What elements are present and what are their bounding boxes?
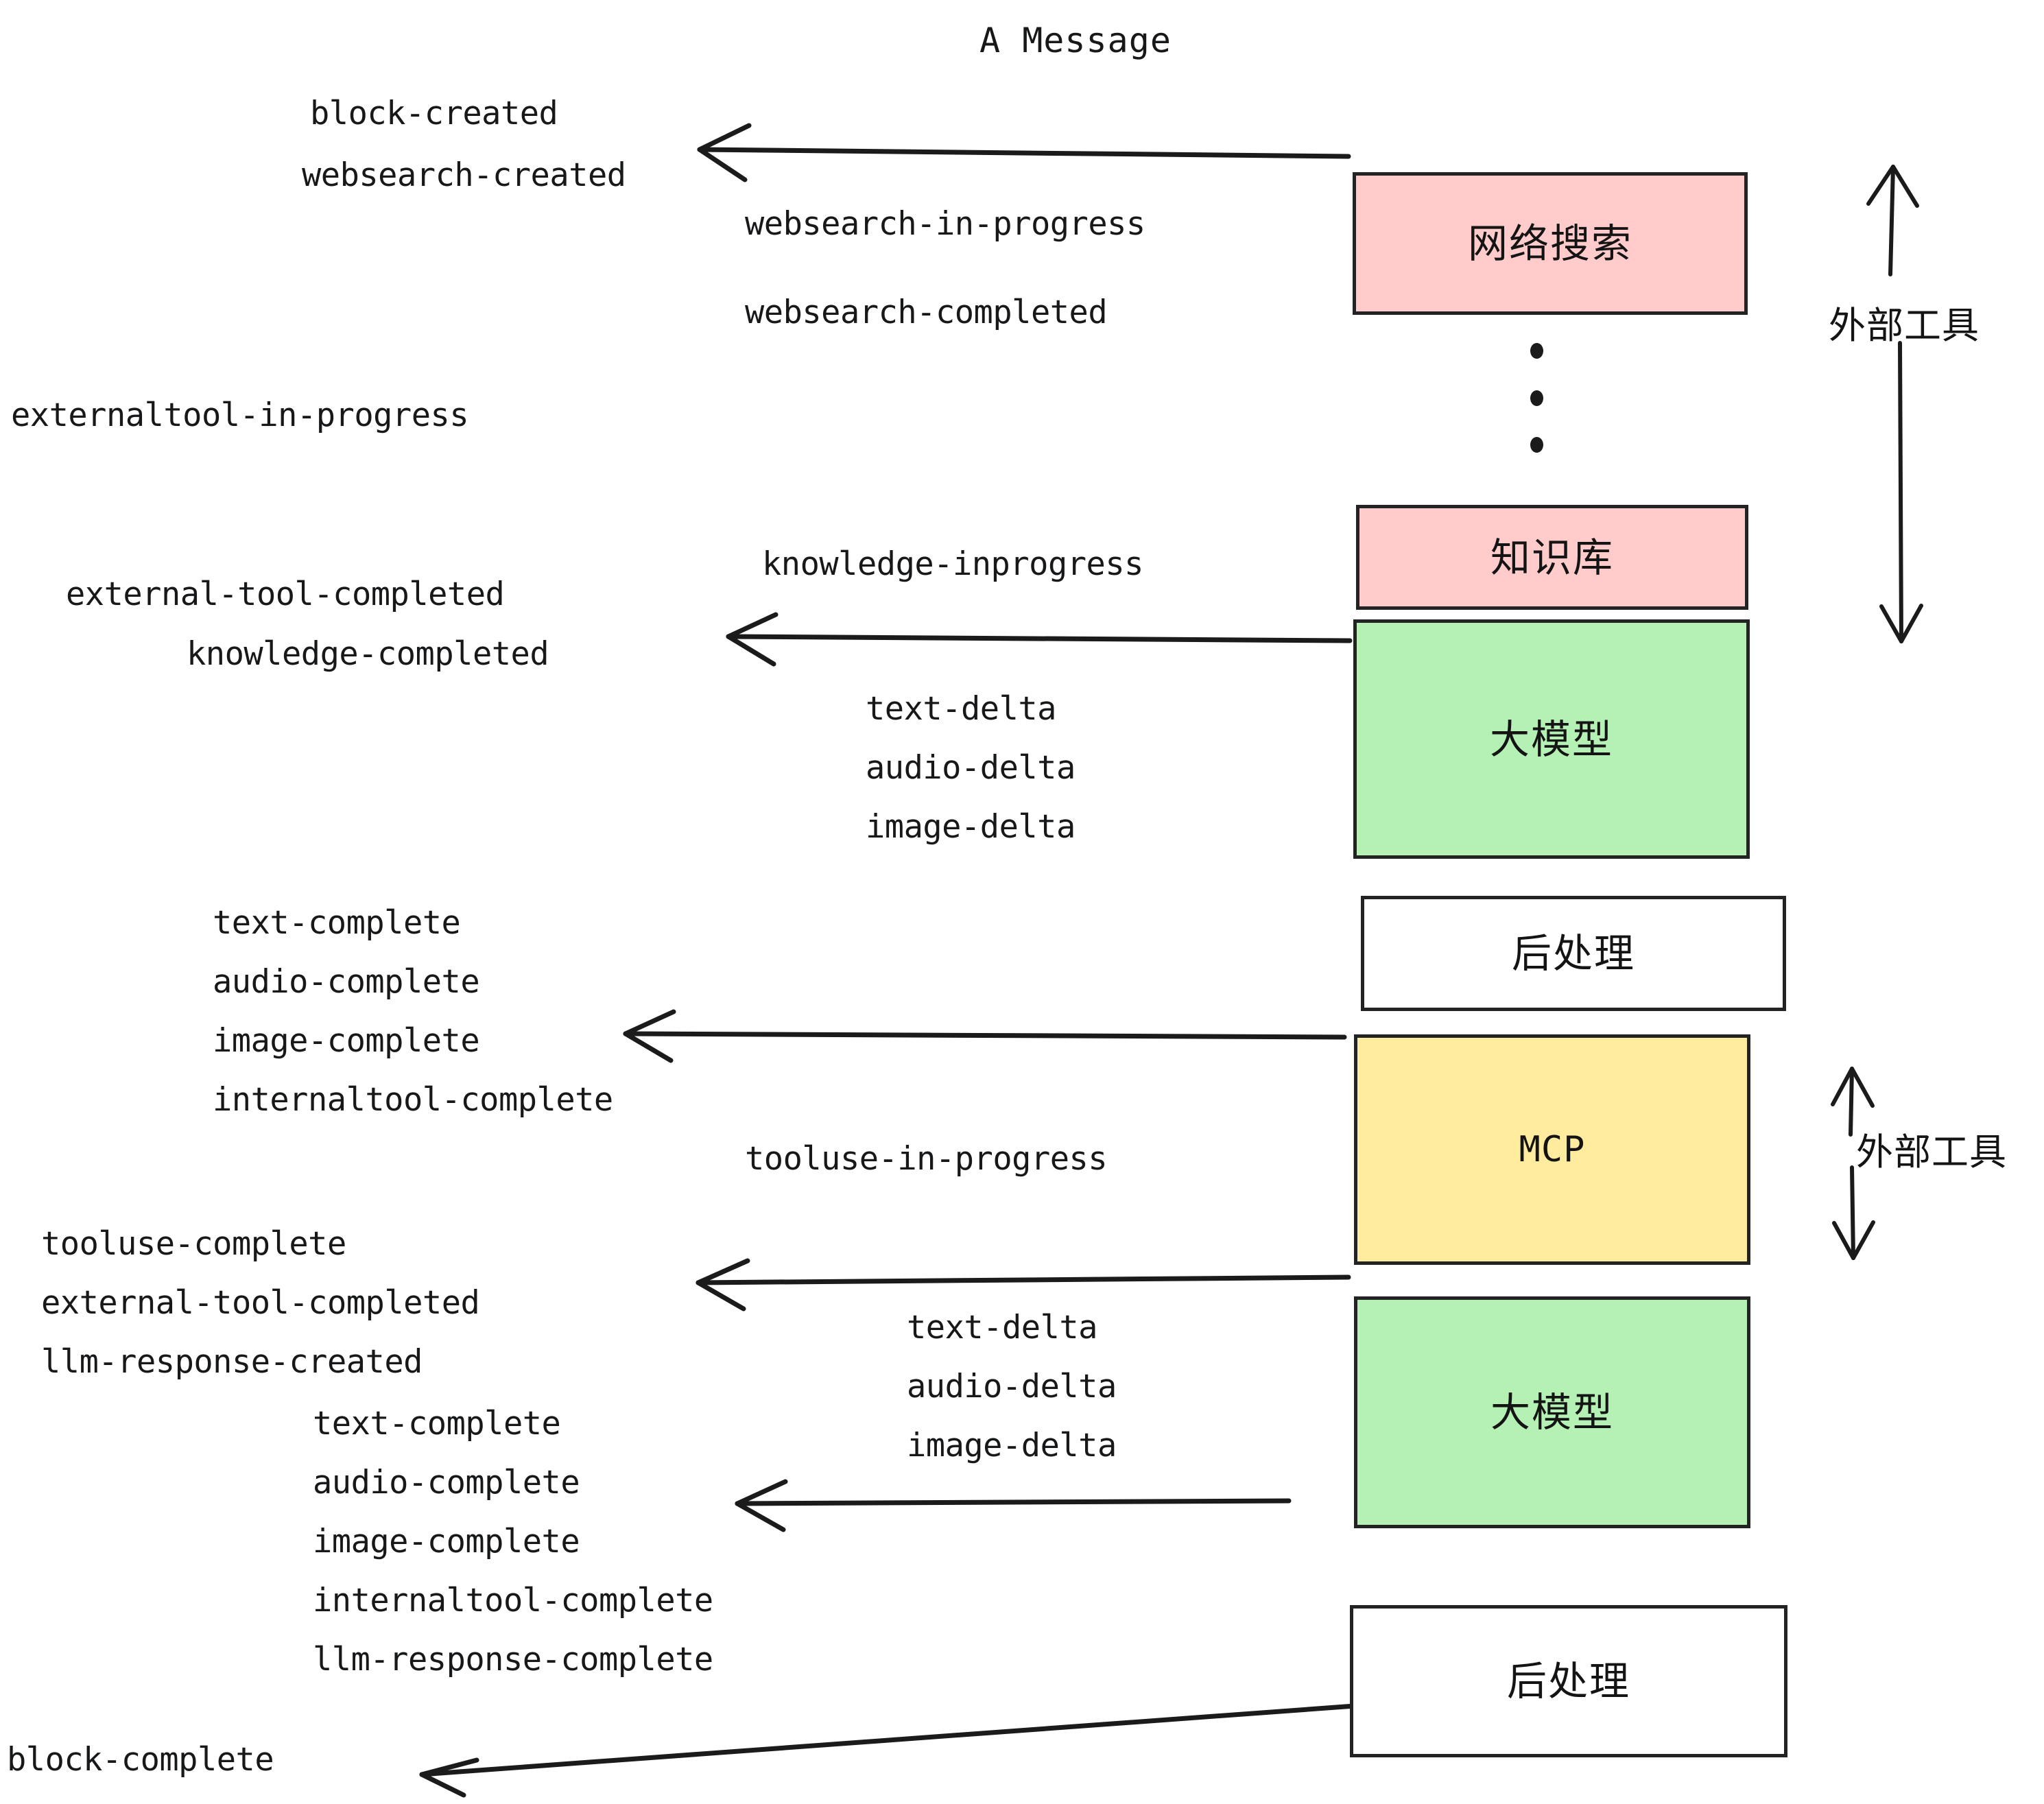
box-knowledge[interactable]: 知识库 — [1356, 505, 1748, 610]
page-title: A Message — [979, 21, 1172, 60]
event-text-delta-1: text-delta — [866, 690, 1056, 728]
box-websearch-label: 网络搜索 — [1467, 220, 1632, 267]
event-external-tool-completed-1: external-tool-completed — [66, 575, 505, 613]
box-postprocess-1[interactable]: 后处理 — [1361, 896, 1786, 1011]
external-tool-arrow-top — [1866, 165, 1923, 643]
event-image-complete-1: image-complete — [213, 1022, 480, 1060]
event-tooluse-in-progress: tooluse-in-progress — [745, 1140, 1108, 1178]
event-llm-response-complete: llm-response-complete — [313, 1641, 713, 1678]
event-audio-complete-2: audio-complete — [313, 1464, 580, 1502]
event-image-delta-2: image-delta — [907, 1427, 1117, 1464]
event-websearch-created: websearch-created — [302, 156, 626, 194]
event-websearch-in-progress: websearch-in-progress — [745, 205, 1145, 243]
event-knowledge-completed: knowledge-completed — [187, 635, 549, 673]
external-tool-label-bottom: 外部工具 — [1856, 1130, 2007, 1174]
event-audio-complete-1: audio-complete — [213, 963, 480, 1001]
dot-2 — [1530, 390, 1543, 406]
event-internaltool-complete-1: internaltool-complete — [213, 1081, 613, 1119]
event-image-complete-2: image-complete — [313, 1523, 580, 1560]
box-mcp-label: MCP — [1519, 1129, 1586, 1170]
arrow-postprocess-to-image-complete — [623, 1009, 1347, 1063]
arrow-websearch-to-created — [697, 123, 1351, 182]
box-llm-1[interactable]: 大模型 — [1353, 619, 1750, 859]
event-tooluse-complete: tooluse-complete — [41, 1225, 346, 1263]
event-block-created: block-created — [310, 95, 558, 132]
event-block-complete: block-complete — [7, 1741, 274, 1779]
dot-1 — [1530, 343, 1543, 359]
arrow-knowledge-to-completed — [726, 612, 1353, 667]
box-postprocess-2[interactable]: 后处理 — [1350, 1605, 1787, 1757]
event-text-complete-2: text-complete — [313, 1405, 561, 1443]
box-postprocess-2-label: 后处理 — [1506, 1658, 1630, 1705]
box-llm-2-label: 大模型 — [1490, 1389, 1614, 1436]
box-llm-2[interactable]: 大模型 — [1354, 1296, 1750, 1528]
arrow-postprocess-to-block-complete — [419, 1703, 1357, 1798]
box-llm-1-label: 大模型 — [1489, 715, 1613, 763]
event-llm-response-created: llm-response-created — [41, 1343, 423, 1381]
arrow-mcp-to-tooluse-complete — [696, 1258, 1351, 1312]
event-audio-delta-2: audio-delta — [907, 1368, 1117, 1405]
box-websearch[interactable]: 网络搜索 — [1353, 172, 1748, 315]
event-image-delta-1: image-delta — [866, 808, 1076, 846]
box-mcp[interactable]: MCP — [1354, 1034, 1750, 1265]
event-internaltool-complete-2: internaltool-complete — [313, 1582, 713, 1619]
dot-3 — [1530, 437, 1543, 453]
ellipsis-dots — [1530, 343, 1543, 453]
event-knowledge-inprogress: knowledge-inprogress — [762, 545, 1143, 583]
event-text-delta-2: text-delta — [907, 1309, 1097, 1346]
event-audio-delta-1: audio-delta — [866, 749, 1076, 787]
event-external-tool-completed-2: external-tool-completed — [41, 1284, 480, 1322]
event-text-complete-1: text-complete — [213, 904, 461, 942]
external-tool-label-top: 外部工具 — [1829, 304, 1980, 347]
event-externaltool-in-progress: externaltool-in-progress — [11, 396, 469, 434]
arrow-llm-to-audio-complete — [735, 1479, 1292, 1532]
box-postprocess-1-label: 后处理 — [1511, 930, 1635, 977]
event-websearch-completed: websearch-completed — [745, 294, 1108, 331]
box-knowledge-label: 知识库 — [1490, 534, 1614, 581]
